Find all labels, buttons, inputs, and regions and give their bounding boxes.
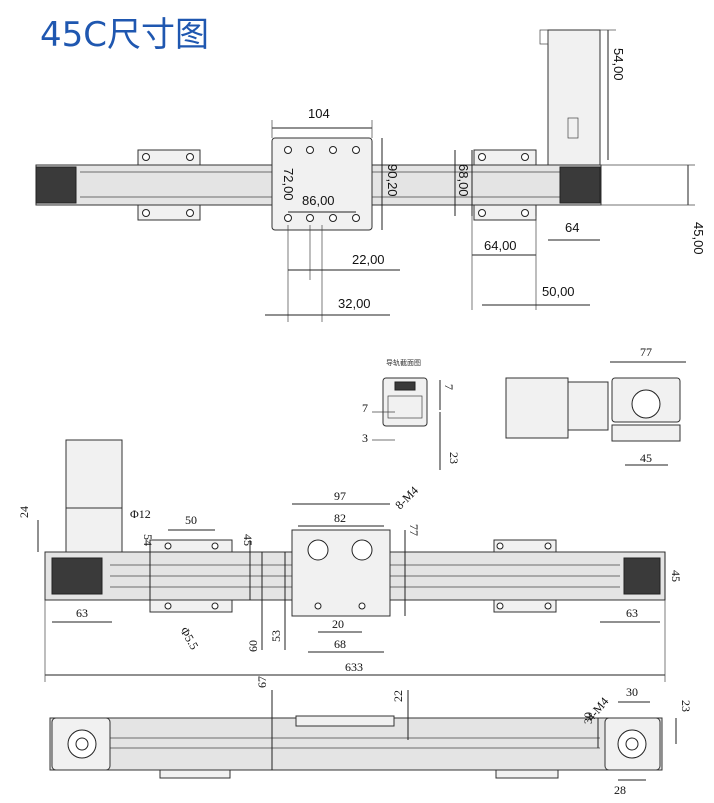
dim-front-8m4: 8-M4 bbox=[392, 483, 421, 512]
dim-front-97: 97 bbox=[334, 489, 346, 503]
dim-front-63-right: 63 bbox=[626, 606, 638, 620]
dim-front-53: 53 bbox=[269, 630, 283, 642]
dim-front-633: 633 bbox=[345, 660, 363, 674]
rail-section-label: 导轨截面图 bbox=[386, 358, 421, 367]
dim-front-phi12: Φ12 bbox=[130, 507, 151, 521]
dim-end-width-bottom: 45 bbox=[640, 451, 652, 465]
dim-motor-length: 54,00 bbox=[611, 48, 626, 81]
dim-front-45-right: 45 bbox=[669, 570, 683, 582]
right-end-cap bbox=[559, 166, 601, 204]
dim-section-7a: 7 bbox=[442, 384, 456, 390]
bracket-left bbox=[137, 149, 201, 221]
dim-carriage-height: 90,20 bbox=[385, 164, 400, 197]
dim-front-phi55: Φ5.5 bbox=[177, 625, 201, 653]
dim-bracket-offset: 50,00 bbox=[542, 284, 575, 299]
dim-front-24: 24 bbox=[17, 506, 31, 518]
dim-front-63-left: 63 bbox=[76, 606, 88, 620]
dim-section-3: 3 bbox=[362, 431, 368, 445]
dim-front-82: 82 bbox=[334, 511, 346, 525]
drawing-title: 45C尺寸图 bbox=[40, 15, 209, 55]
front-view bbox=[37, 439, 666, 682]
dim-bottom-67: 67 bbox=[255, 676, 269, 688]
front-carriage bbox=[291, 529, 391, 617]
front-motor bbox=[65, 439, 123, 509]
dim-bottom-28: 28 bbox=[614, 783, 626, 797]
motor-connector bbox=[567, 117, 579, 139]
bracket-right bbox=[473, 149, 537, 221]
dim-bottom-30a: 30 bbox=[626, 685, 638, 699]
dim-section-7b: 7 bbox=[362, 401, 368, 415]
dim-bracket-span: 68,00 bbox=[456, 164, 471, 197]
dim-end-width-top: 77 bbox=[640, 345, 652, 359]
end-view bbox=[505, 361, 686, 466]
dim-body-height: 45,00 bbox=[691, 222, 706, 255]
left-end-cap bbox=[35, 166, 77, 204]
top-view bbox=[35, 29, 695, 322]
dim-front-68: 68 bbox=[334, 637, 346, 651]
dim-offset-b: 32,00 bbox=[338, 296, 371, 311]
dim-front-20: 20 bbox=[332, 617, 344, 631]
motor-body bbox=[547, 29, 601, 166]
dim-bottom-30b: 30 bbox=[581, 712, 595, 724]
dim-front-60: 60 bbox=[246, 640, 260, 652]
dim-front-54: 54 bbox=[141, 534, 155, 546]
dim-bottom-23: 23 bbox=[679, 700, 693, 712]
dim-front-45-left: 45 bbox=[241, 534, 255, 546]
bottom-view bbox=[49, 690, 677, 781]
dim-section-23: 23 bbox=[447, 452, 461, 464]
dim-bracket-width: 64,00 bbox=[484, 238, 517, 253]
dim-offset-a: 22,00 bbox=[352, 252, 385, 267]
dim-hole-span-y: 72,00 bbox=[281, 168, 296, 201]
dim-hole-span-x: 86,00 bbox=[302, 193, 335, 208]
dim-end-width: 64 bbox=[565, 220, 579, 235]
dim-front-50: 50 bbox=[185, 513, 197, 527]
dim-bottom-22: 22 bbox=[391, 690, 405, 702]
motor-tab bbox=[539, 29, 549, 45]
bottom-rail bbox=[49, 717, 663, 771]
rail-section bbox=[372, 377, 441, 470]
dim-front-77: 77 bbox=[407, 524, 421, 536]
dim-carriage-width: 104 bbox=[308, 106, 330, 121]
